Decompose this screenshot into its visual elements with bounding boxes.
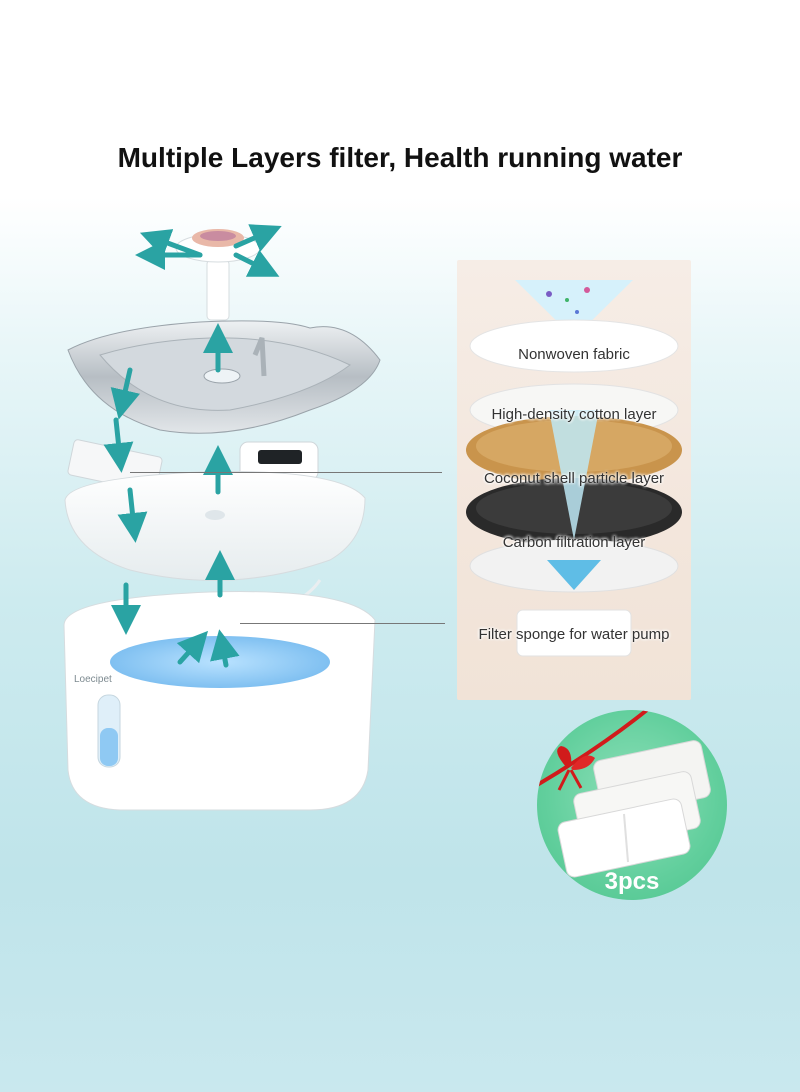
fountain-exploded-illustration: Loecipet bbox=[63, 224, 381, 811]
steel-tray bbox=[67, 320, 381, 434]
headline: Multiple Layers filter, Health running w… bbox=[117, 142, 683, 173]
connector-line-particle bbox=[130, 472, 442, 473]
bowl-brand: Loecipet bbox=[74, 674, 112, 685]
layer-label-cotton: High-density cotton layer bbox=[491, 406, 657, 423]
ribbon-icon bbox=[537, 710, 649, 788]
layer-label-coconut: Coconut shell particle layer bbox=[483, 470, 665, 487]
layer-label-nonwoven: Nonwoven fabric bbox=[518, 346, 630, 363]
layer-label-sponge: Filter sponge for water pump bbox=[478, 626, 670, 643]
filter-layers-illustration bbox=[466, 280, 682, 657]
filter-pack-illustration bbox=[537, 710, 711, 878]
quantity-label: 3pcs bbox=[604, 868, 660, 895]
layer-label-carbon: Carbon filtration layer bbox=[502, 534, 646, 551]
pump-controller bbox=[239, 441, 319, 481]
main-bowl: Loecipet bbox=[63, 591, 376, 811]
flow-arrows bbox=[103, 224, 282, 668]
filter-layers-panel: Nonwoven fabric High-density cotton laye… bbox=[457, 260, 691, 700]
filter-pack-badge: 3pcs bbox=[537, 710, 727, 900]
connector-line-sponge bbox=[240, 623, 445, 624]
inner-tray bbox=[64, 471, 366, 581]
